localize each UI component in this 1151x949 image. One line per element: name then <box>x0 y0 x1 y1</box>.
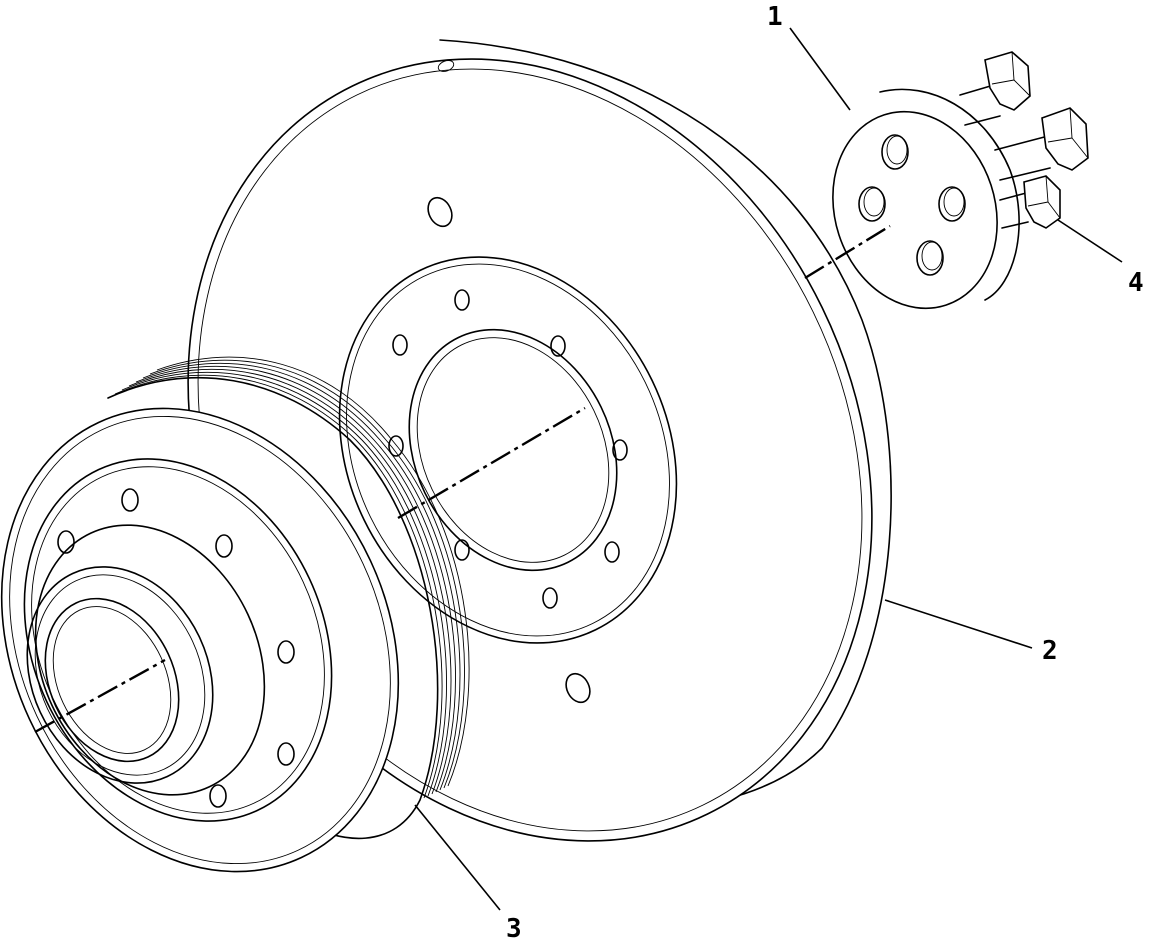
callout-2: 2 <box>1042 636 1058 666</box>
bolt <box>959 51 1089 229</box>
callout-4: 4 <box>1128 268 1144 298</box>
callout-3: 3 <box>506 914 522 944</box>
hub-retainer-plate <box>832 88 1020 310</box>
crankshaft-pulley <box>0 356 470 873</box>
centerlines <box>34 224 891 734</box>
callout-1: 1 <box>767 2 783 32</box>
leader-lines <box>414 27 1123 911</box>
